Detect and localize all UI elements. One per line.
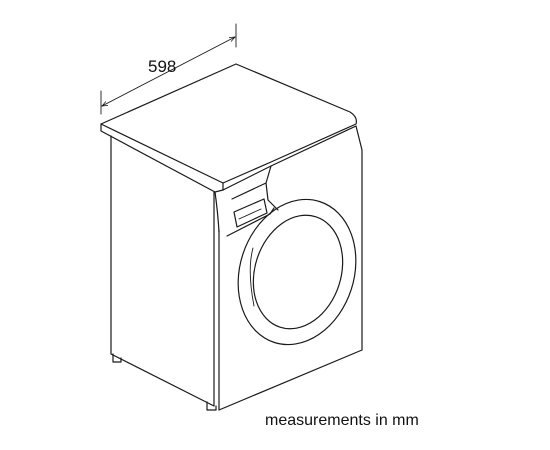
control-panel-divider <box>231 165 279 211</box>
side-panel <box>110 135 215 407</box>
front-panel <box>218 125 363 411</box>
door-hinge-detail <box>249 247 255 307</box>
dimension-arrow-line <box>102 37 235 106</box>
top-panel-edge <box>100 123 224 193</box>
fascia-curve <box>214 191 220 233</box>
drawer-handle <box>238 208 262 220</box>
foot-front <box>206 401 217 411</box>
detergent-drawer <box>233 198 268 228</box>
width-dimension: 598 <box>100 23 237 115</box>
width-dimension-label: 598 <box>148 57 176 76</box>
measurements-caption: measurements in mm <box>265 412 419 429</box>
foot-left <box>112 353 122 363</box>
top-panel <box>100 63 357 184</box>
door-outer-ring <box>237 198 357 346</box>
washing-machine <box>100 63 363 411</box>
door-glass <box>252 214 344 330</box>
